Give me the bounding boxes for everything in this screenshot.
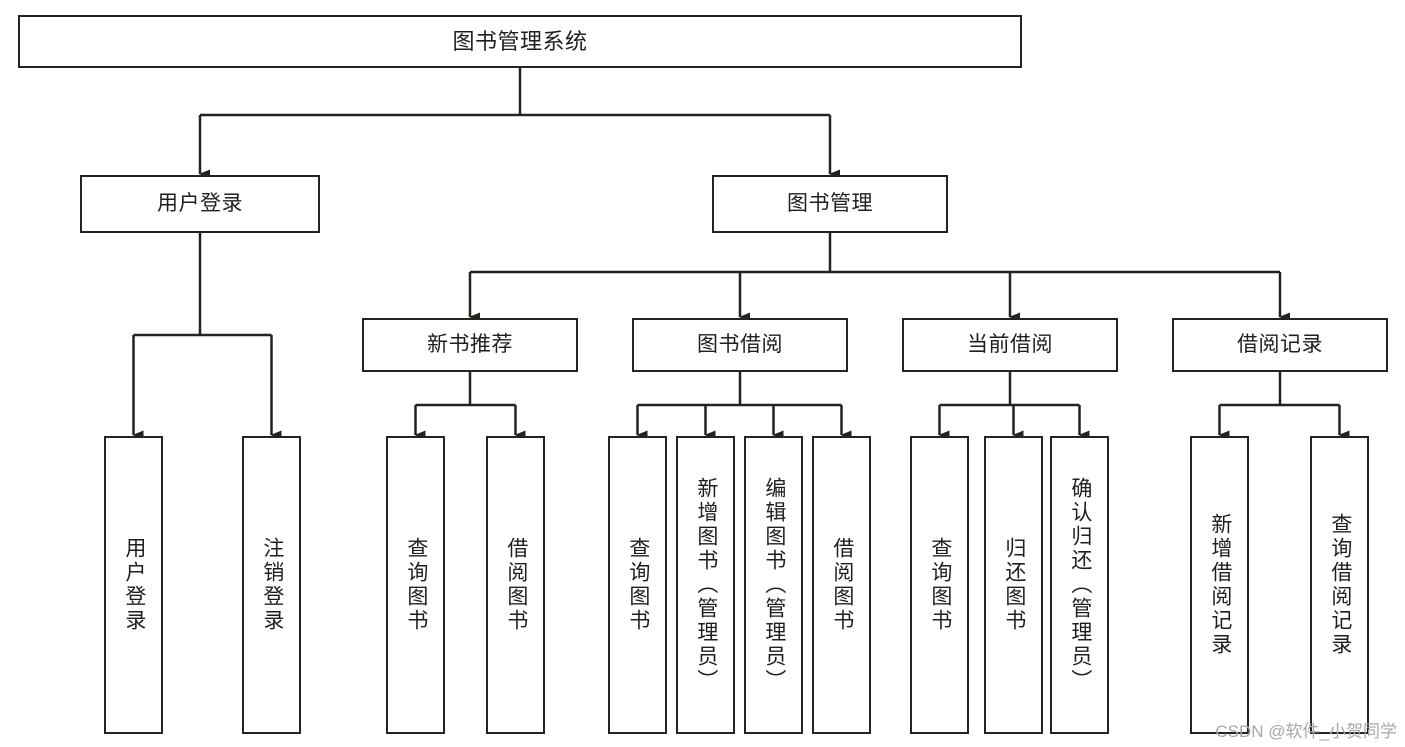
node-leaf-edit-book[interactable]: 编辑图书（管理员） bbox=[744, 436, 803, 734]
node-user-login[interactable]: 用户登录 bbox=[80, 175, 320, 233]
node-label-leaf-return-book: 归还图书 bbox=[1002, 537, 1026, 633]
node-label-leaf-borrow-book-recommend: 借阅图书 bbox=[504, 537, 528, 633]
node-label-book-manage: 图书管理 bbox=[787, 191, 873, 215]
node-label-book-borrow: 图书借阅 bbox=[697, 332, 783, 356]
node-label-leaf-user-login: 用户登录 bbox=[122, 537, 146, 633]
node-leaf-borrow-book[interactable]: 借阅图书 bbox=[812, 436, 871, 734]
node-label-leaf-add-borrow-record: 新增借阅记录 bbox=[1208, 513, 1232, 657]
node-book-manage[interactable]: 图书管理 bbox=[712, 175, 948, 233]
node-leaf-add-book[interactable]: 新增图书（管理员） bbox=[676, 436, 735, 734]
node-label-leaf-query-borrow-record: 查询借阅记录 bbox=[1328, 513, 1352, 657]
node-borrow-record[interactable]: 借阅记录 bbox=[1172, 318, 1388, 372]
node-current-borrow[interactable]: 当前借阅 bbox=[902, 318, 1118, 372]
node-label-new-book-recommend: 新书推荐 bbox=[427, 332, 513, 356]
node-leaf-confirm-return[interactable]: 确认归还（管理员） bbox=[1050, 436, 1109, 734]
node-label-root: 图书管理系统 bbox=[452, 28, 588, 54]
node-root[interactable]: 图书管理系统 bbox=[18, 15, 1022, 68]
node-label-user-login: 用户登录 bbox=[157, 191, 243, 215]
node-label-borrow-record: 借阅记录 bbox=[1237, 332, 1323, 356]
node-leaf-add-borrow-record[interactable]: 新增借阅记录 bbox=[1190, 436, 1249, 734]
node-leaf-query-book-borrow[interactable]: 查询图书 bbox=[608, 436, 667, 734]
node-leaf-query-borrow-record[interactable]: 查询借阅记录 bbox=[1310, 436, 1369, 734]
node-leaf-return-book[interactable]: 归还图书 bbox=[984, 436, 1043, 734]
node-new-book-recommend[interactable]: 新书推荐 bbox=[362, 318, 578, 372]
node-leaf-logout-login[interactable]: 注销登录 bbox=[242, 436, 301, 734]
node-label-current-borrow: 当前借阅 bbox=[967, 332, 1053, 356]
node-label-leaf-query-book-borrow: 查询图书 bbox=[626, 537, 650, 633]
node-book-borrow[interactable]: 图书借阅 bbox=[632, 318, 848, 372]
node-label-leaf-borrow-book: 借阅图书 bbox=[830, 537, 854, 633]
node-leaf-query-book-current[interactable]: 查询图书 bbox=[910, 436, 969, 734]
watermark-text: CSDN @软件_小贺同学 bbox=[1215, 722, 1397, 741]
node-leaf-borrow-book-recommend[interactable]: 借阅图书 bbox=[486, 436, 545, 734]
node-label-leaf-edit-book: 编辑图书（管理员） bbox=[762, 477, 786, 693]
node-label-leaf-confirm-return: 确认归还（管理员） bbox=[1068, 477, 1092, 693]
node-label-leaf-logout-login: 注销登录 bbox=[260, 537, 284, 633]
node-leaf-query-book-recommend[interactable]: 查询图书 bbox=[386, 436, 445, 734]
node-label-leaf-query-book-current: 查询图书 bbox=[928, 537, 952, 633]
node-label-leaf-add-book: 新增图书（管理员） bbox=[694, 477, 718, 693]
node-label-leaf-query-book-recommend: 查询图书 bbox=[404, 537, 428, 633]
node-leaf-user-login[interactable]: 用户登录 bbox=[104, 436, 163, 734]
